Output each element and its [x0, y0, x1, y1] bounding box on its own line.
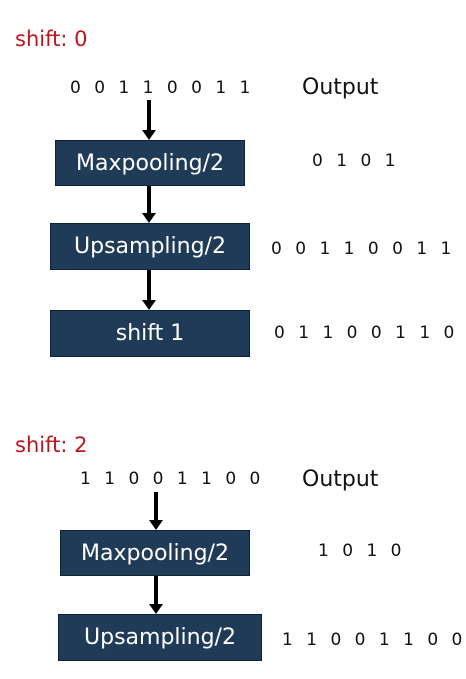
upsampling-output: 1 1 0 0 1 1 0 0 [282, 630, 466, 650]
upsampling-box: Upsampling/2 [50, 223, 250, 270]
upsampling-label: Upsampling/2 [84, 625, 236, 650]
arrow-down-icon [149, 576, 163, 614]
section1-output-label: Output [302, 75, 379, 100]
maxpooling-box: Maxpooling/2 [55, 140, 245, 186]
arrow-down-icon [142, 100, 156, 140]
arrow-down-icon [142, 186, 156, 223]
upsampling-label: Upsampling/2 [74, 234, 226, 259]
arrow-down-icon [142, 270, 156, 310]
shift-output: 0 1 1 0 0 1 1 0 [274, 323, 459, 343]
section1-title: shift: 0 [15, 27, 88, 51]
shift-label: shift 1 [115, 321, 185, 346]
maxpooling-box: Maxpooling/2 [60, 530, 250, 576]
maxpooling-label: Maxpooling/2 [76, 150, 224, 176]
maxpooling-output: 1 0 1 0 [318, 541, 406, 561]
section2-output-label: Output [302, 467, 379, 492]
section1-input-bits: 0 0 1 1 0 0 1 1 [70, 78, 255, 98]
shift-box: shift 1 [50, 310, 250, 357]
upsampling-output: 0 0 1 1 0 0 1 1 [271, 239, 456, 259]
section2-input-bits: 1 1 0 0 1 1 0 0 [80, 469, 265, 489]
maxpooling-label: Maxpooling/2 [81, 540, 229, 566]
upsampling-box: Upsampling/2 [58, 614, 262, 661]
arrow-down-icon [149, 492, 163, 530]
maxpooling-output: 0 1 0 1 [312, 151, 400, 171]
section2-title: shift: 2 [15, 433, 88, 457]
